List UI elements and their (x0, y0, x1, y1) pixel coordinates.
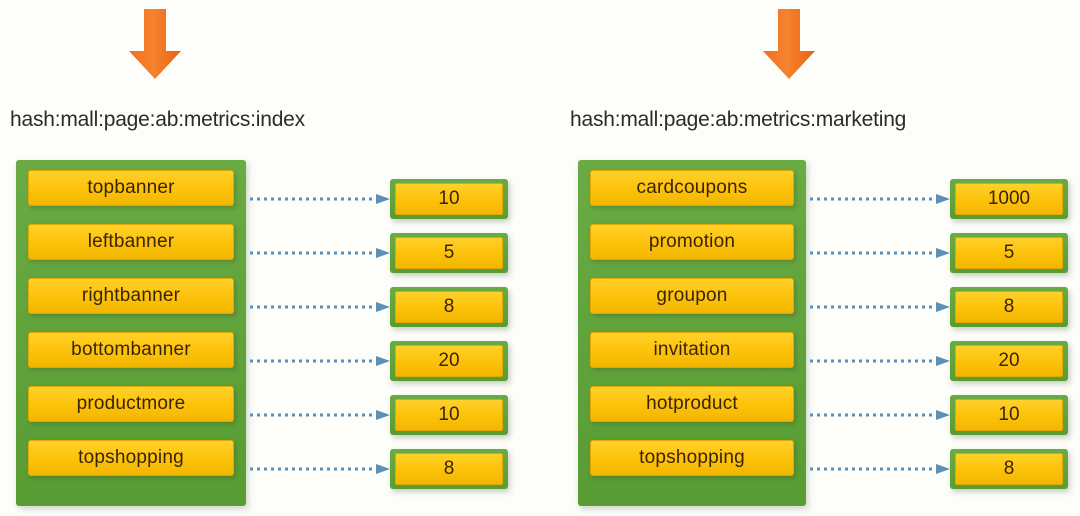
value-box[interactable]: 8 (950, 449, 1068, 489)
value-box[interactable]: 20 (390, 341, 508, 381)
connector-arrow (810, 464, 950, 474)
value-text: 10 (395, 399, 503, 431)
field-chip[interactable]: topshopping (28, 440, 234, 476)
value-text: 20 (395, 345, 503, 377)
field-chip[interactable]: topbanner (28, 170, 234, 206)
connector-arrow (810, 302, 950, 312)
connector-arrow (810, 248, 950, 258)
hash-key-title-index: hash:mall:page:ab:metrics:index (10, 108, 305, 131)
value-box[interactable]: 1000 (950, 179, 1068, 219)
value-text: 1000 (955, 183, 1063, 215)
value-box[interactable]: 20 (950, 341, 1068, 381)
connector-arrow (810, 410, 950, 420)
field-chip[interactable]: promotion (590, 224, 794, 260)
value-box[interactable]: 5 (950, 233, 1068, 273)
value-text: 8 (955, 291, 1063, 323)
field-chip[interactable]: leftbanner (28, 224, 234, 260)
value-text: 5 (955, 237, 1063, 269)
field-chip[interactable]: topshopping (590, 440, 794, 476)
value-text: 8 (395, 453, 503, 485)
value-box[interactable]: 5 (390, 233, 508, 273)
value-box[interactable]: 10 (950, 395, 1068, 435)
value-box[interactable]: 10 (390, 395, 508, 435)
hash-key-title-marketing: hash:mall:page:ab:metrics:marketing (570, 108, 907, 131)
hash-container-index: topbanner leftbanner rightbanner bottomb… (16, 160, 246, 506)
connector-arrow (250, 356, 390, 366)
connector-arrow (810, 194, 950, 204)
value-text: 5 (395, 237, 503, 269)
connector-arrow (810, 356, 950, 366)
field-chip[interactable]: rightbanner (28, 278, 234, 314)
field-chip[interactable]: hotproduct (590, 386, 794, 422)
value-text: 10 (395, 183, 503, 215)
field-chip[interactable]: productmore (28, 386, 234, 422)
connector-arrow (250, 302, 390, 312)
connector-arrow (250, 464, 390, 474)
value-text: 8 (395, 291, 503, 323)
down-arrow-icon (127, 7, 183, 81)
field-chip[interactable]: cardcoupons (590, 170, 794, 206)
field-chip[interactable]: invitation (590, 332, 794, 368)
field-chip[interactable]: bottombanner (28, 332, 234, 368)
connector-arrow (250, 248, 390, 258)
connector-arrow (250, 194, 390, 204)
value-text: 20 (955, 345, 1063, 377)
down-arrow-icon (761, 7, 817, 81)
value-text: 8 (955, 453, 1063, 485)
connector-arrow (250, 410, 390, 420)
field-chip[interactable]: groupon (590, 278, 794, 314)
value-box[interactable]: 8 (390, 287, 508, 327)
value-box[interactable]: 8 (950, 287, 1068, 327)
value-box[interactable]: 10 (390, 179, 508, 219)
hash-container-marketing: cardcoupons promotion groupon invitation… (578, 160, 806, 506)
value-box[interactable]: 8 (390, 449, 508, 489)
value-text: 10 (955, 399, 1063, 431)
